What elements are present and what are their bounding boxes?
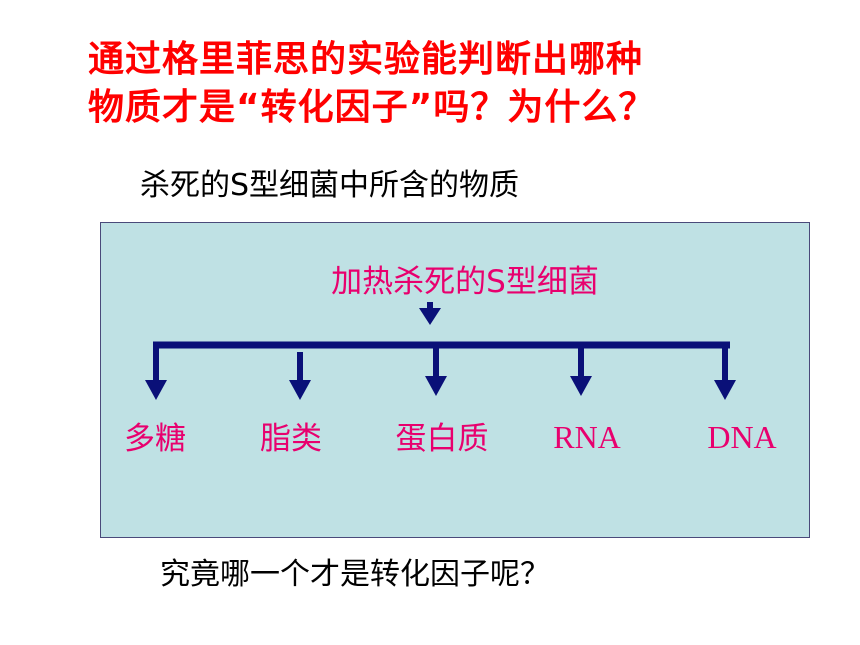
title-line-1: 通过格里菲思的实验能判断出哪种 [88, 39, 644, 80]
branch-label-lipid: 脂类 [260, 421, 322, 457]
branch-arrow-lipid [289, 352, 311, 400]
subtitle: 杀死的S型细菌中所含的物质 [140, 168, 520, 203]
branch-arrow-protein [425, 345, 447, 396]
branch-label-dna: DNA [707, 419, 776, 455]
title-line-2: 物质才是“转化因子”吗？为什么？ [88, 87, 656, 128]
diagram-box [100, 222, 810, 538]
question-text: 究竟哪一个才是转化因子呢？ [160, 557, 550, 592]
branch-label-polysaccharide: 多糖 [124, 421, 186, 457]
root-label: 加热杀死的S型细菌 [331, 264, 599, 300]
root-arrow-head [419, 308, 441, 325]
branch-label-protein: 蛋白质 [396, 421, 489, 457]
branch-arrow-rna [570, 345, 592, 396]
branch-label-rna: RNA [553, 419, 621, 455]
branch-arrow-dna [714, 345, 736, 400]
branch-arrow-polysaccharide [145, 345, 167, 400]
